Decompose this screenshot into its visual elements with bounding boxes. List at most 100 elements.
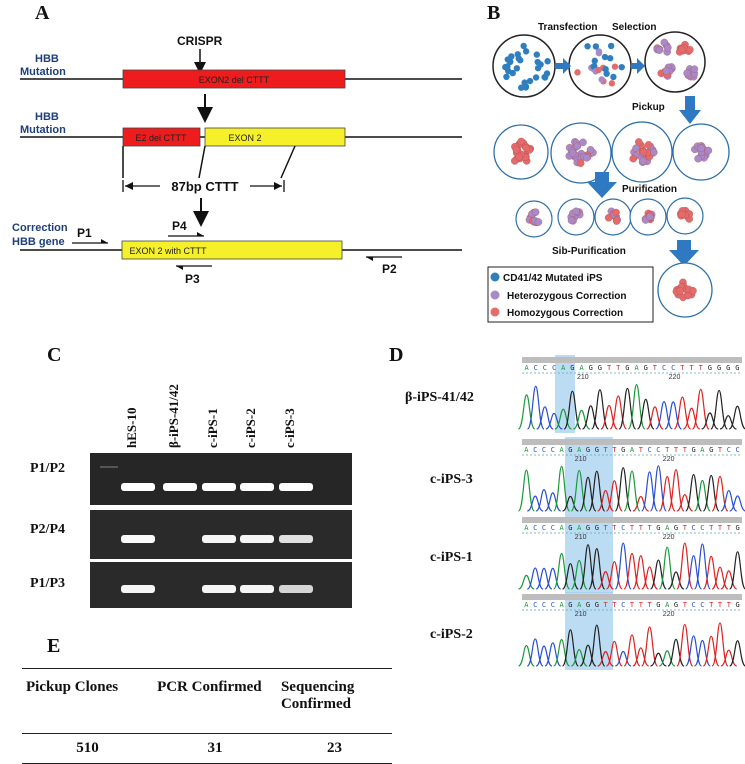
trace-peak [544,642,562,667]
gel-band [240,585,274,593]
trace-peak [711,622,729,667]
trace-peak [659,650,676,667]
trace-peak [720,649,737,667]
trace-peak [728,405,745,430]
sample-label: c-iPS-3 [430,472,473,487]
base-call: C [621,524,625,532]
sample-label: c-iPS-2 [430,627,473,642]
cell-dot [604,214,613,222]
base-call: C [662,364,666,372]
row1-label-line2: Mutation [20,66,66,78]
cell-dot [515,153,523,161]
panel-a-letter: A [35,2,50,24]
base-call: T [653,364,658,372]
position-tick: 220 [663,456,675,463]
trace-peak [535,567,553,590]
trace-peak [605,480,623,512]
trace-peak [527,495,544,512]
trace-peak [729,640,745,667]
base-call: C [543,364,547,372]
base-call: A [634,364,639,372]
base-call: T [603,601,608,609]
trace-peak [658,475,676,512]
selection-label: Selection [612,22,656,33]
base-call: C [552,364,556,372]
cell-dot [618,63,625,71]
cell-dot [579,138,587,147]
gel-band [121,535,155,543]
base-call: G [595,601,599,609]
cell-dot [677,45,686,54]
cell-dot [694,154,702,163]
trace-peak [562,563,579,590]
base-call: C [671,364,675,372]
position-tick: 210 [575,534,587,541]
base-call: C [691,524,695,532]
trace-peak [579,476,597,512]
cell-dot [662,67,671,75]
legend-homozygous: Homozygous Correction [507,308,623,319]
cell-dot [678,210,686,219]
base-call: G [621,446,625,454]
base-call: T [683,446,688,454]
trace-peak [650,652,667,667]
trace-peak [676,542,694,590]
cell-dot [650,148,658,157]
base-call: A [561,364,566,372]
highlight-region [565,515,613,593]
trace-peak [614,542,632,590]
panel-d-letter: D [389,344,404,366]
base-call: A [579,364,584,372]
split-line-mid [198,145,206,179]
base-call: T [612,601,617,609]
trace-peak [655,400,673,430]
cell-dot [664,43,672,52]
panel-a-diagram: HBB Mutation CRISPR EXON2 del CTTT HBB M… [12,34,462,286]
trace-peak [667,571,685,590]
cell-dot [683,69,691,77]
cell-dot [522,144,530,152]
quality-bar [522,517,742,523]
base-call: C [533,601,537,609]
trace-peak [646,406,664,430]
trace-peak [553,639,570,667]
base-call: G [708,364,712,372]
base-call: C [551,601,555,609]
cell-dot [522,48,530,55]
base-call: C [542,524,546,532]
trace-peak [632,647,649,667]
dish-3 [644,31,706,93]
row-label-p1p2: P1/P2 [30,461,65,476]
base-call: T [709,601,714,609]
trace-peak [632,495,649,512]
base-call: T [612,446,617,454]
base-call: C [551,446,555,454]
trace-peak [693,543,711,590]
trace-peak [526,567,544,590]
legend-mutated: CD41/42 Mutated iPS [503,273,603,284]
value-sequencing-confirmed: 23 [276,733,392,764]
cell-dot [584,43,591,50]
trace-peak [606,560,623,590]
base-call: T [727,524,732,532]
gel-band [279,535,313,543]
cell-dot [568,149,577,157]
cell-dot [660,38,669,47]
row-label-p1p3: P1/P3 [30,576,65,591]
cell-dot [541,74,549,81]
trace-peak [720,570,737,590]
base-call: G [568,446,572,454]
trace-peak [694,639,711,667]
base-call: G [568,524,572,532]
lane-label: β-iPS-41/42 [166,384,181,448]
pickup-label: Pickup [632,102,665,113]
exon2-box [204,127,346,147]
cell-dot [522,84,529,91]
base-call: T [612,524,617,532]
base-call: T [639,601,644,609]
base-call: C [727,446,731,454]
gel-band [121,483,155,491]
cell-dot [608,80,616,87]
cell-dot [610,73,617,81]
exon2-del-label: EXON2 del CTTT [199,75,270,85]
